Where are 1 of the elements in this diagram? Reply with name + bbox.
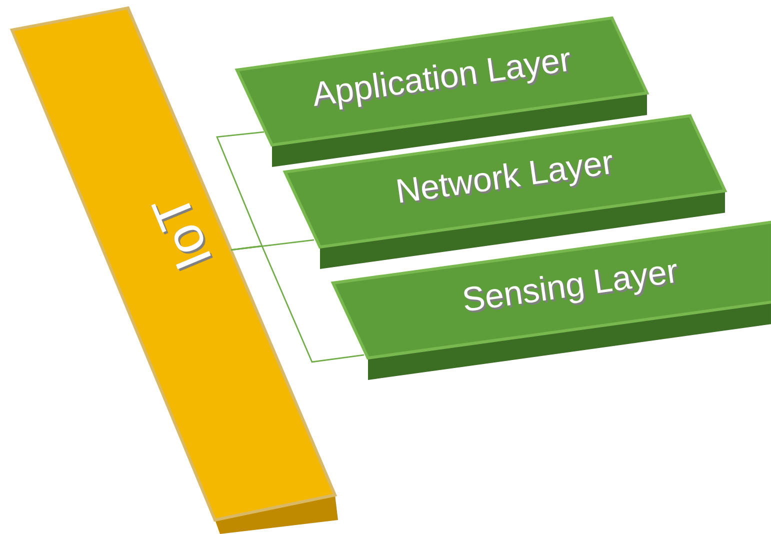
connector-line — [230, 245, 364, 363]
